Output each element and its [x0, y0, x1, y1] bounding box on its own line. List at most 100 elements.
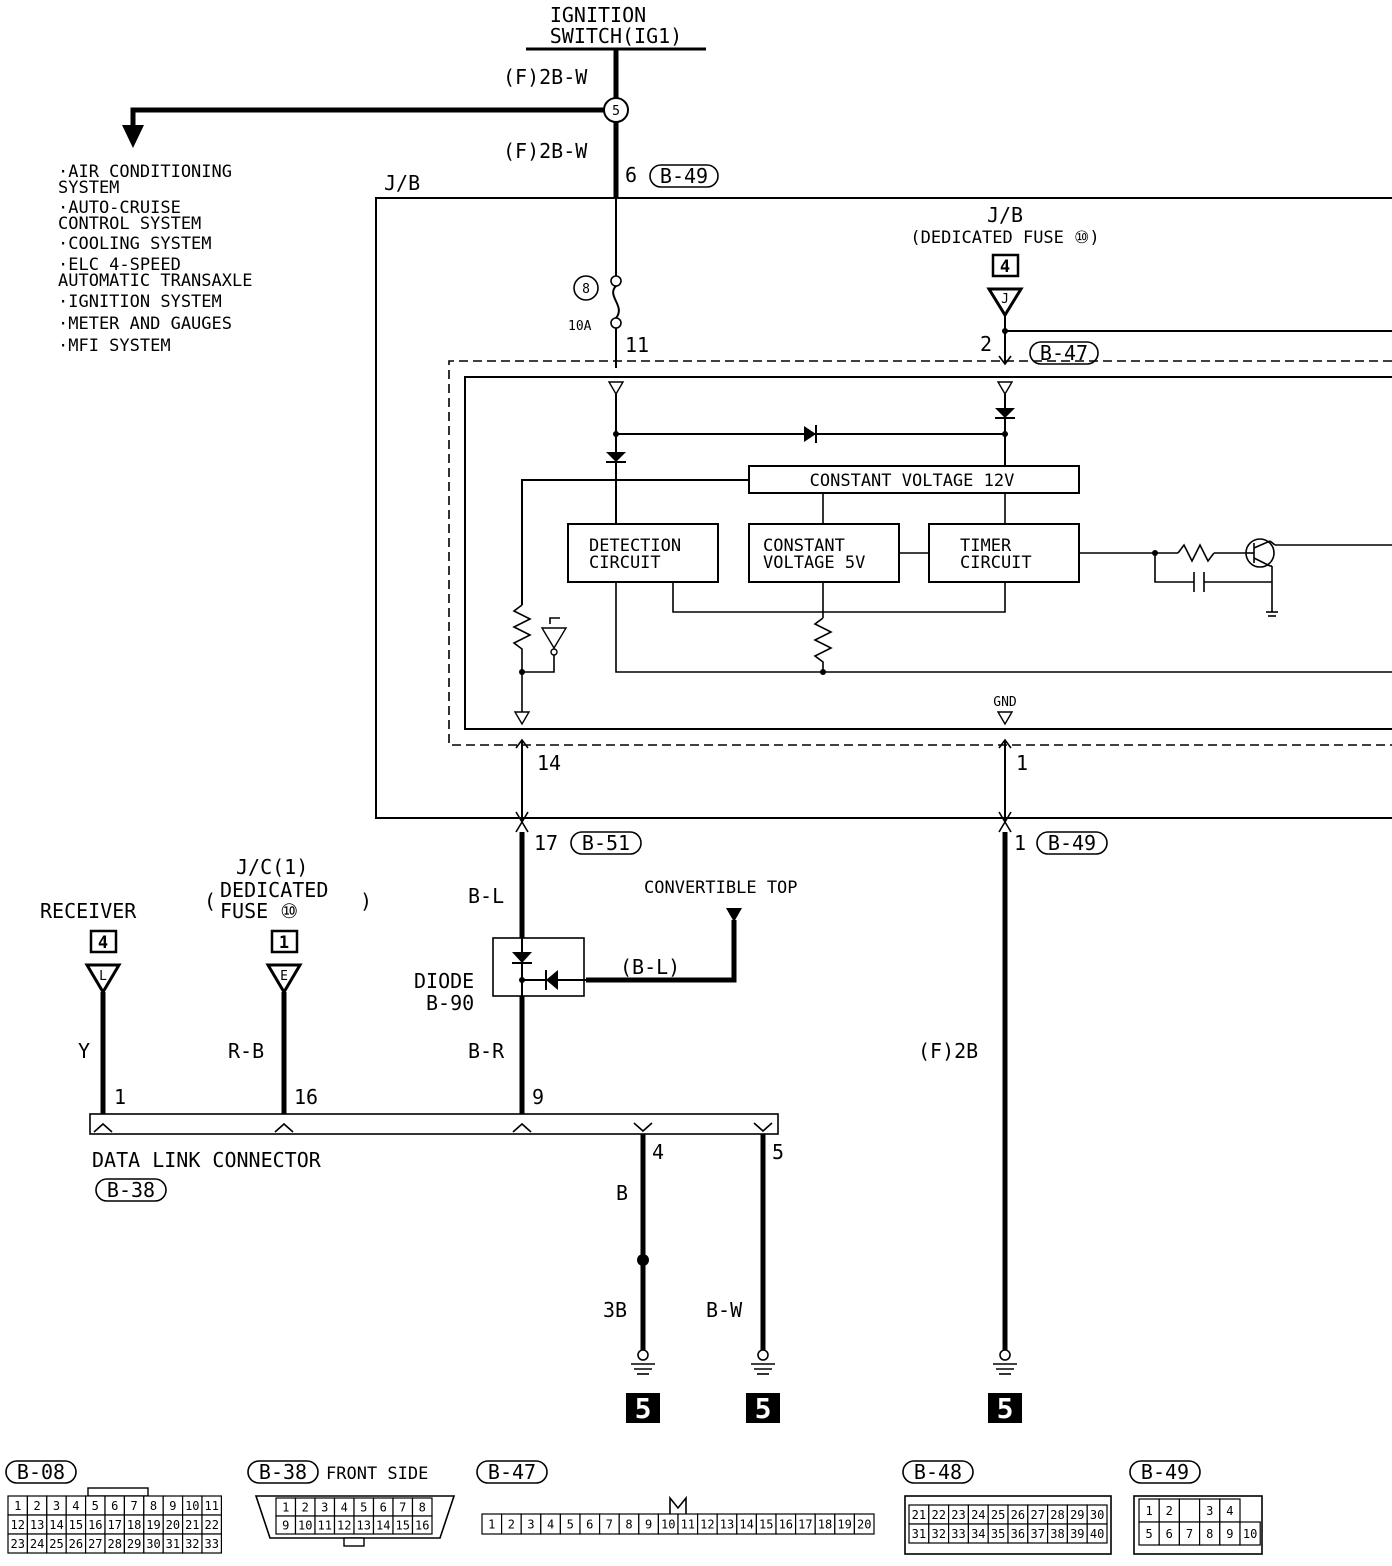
connector-pin-number: 20: [857, 1517, 871, 1531]
connector-pin-cell: [1239, 1521, 1261, 1546]
receiver-label: RECEIVER: [40, 899, 137, 923]
connector-pin-number: 19: [146, 1518, 160, 1532]
connector-b49: B-49: [660, 164, 708, 188]
wire-label-bw: B-W: [706, 1298, 743, 1322]
receiver-box: [89, 929, 118, 954]
system-item: CONTROL SYSTEM: [58, 214, 201, 234]
connector-b49-bottom: B-49: [1048, 831, 1096, 855]
gnd-label: GND: [993, 695, 1017, 710]
connector-pin-number: 20: [166, 1518, 180, 1532]
wire-label-f2b: (F)2B: [918, 1039, 978, 1063]
connector-pin-number: 6: [380, 1500, 387, 1514]
connector-pin-number: 9: [282, 1518, 289, 1532]
detection-label-1: DETECTION: [589, 536, 681, 556]
connector-pin-number: 5: [1145, 1527, 1152, 1541]
system-item: AUTOMATIC TRANSAXLE: [58, 271, 252, 291]
connector-pin-cell: [853, 1513, 875, 1535]
wire-label-bl-paren: (B-L): [620, 955, 680, 979]
jc-letter: E: [280, 969, 288, 984]
fuse-number-circle: [573, 275, 599, 301]
jc-paren-open: (: [204, 889, 216, 913]
connector-pin-number: 17: [798, 1517, 812, 1531]
connector-pin-number: 31: [912, 1527, 926, 1541]
connector-pin-number: 22: [931, 1508, 945, 1522]
connector-pin-number: 29: [1070, 1508, 1084, 1522]
wire-label-y: Y: [78, 1039, 90, 1063]
pin-17: 17: [534, 831, 558, 855]
connector-pin-number: 4: [547, 1517, 554, 1531]
connector-pin-number: 34: [971, 1527, 985, 1541]
connector-pin-number: 4: [72, 1499, 79, 1513]
connector-pin-number: 40: [1090, 1527, 1104, 1541]
ground-ref-box: [746, 1393, 780, 1423]
connector-pin-number: 11: [204, 1499, 218, 1513]
connector-pin-number: 12: [10, 1518, 24, 1532]
connector-pin-number: 1: [14, 1499, 21, 1513]
connector-pin-number: 9: [169, 1499, 176, 1513]
connector-pin-number: 10: [1243, 1527, 1257, 1541]
jc-box: [270, 929, 299, 954]
view-b49-label: B-49: [1141, 1460, 1189, 1484]
view-b08-tag: [5, 1460, 77, 1484]
connector-pin-number: 2: [302, 1500, 309, 1514]
fuse-number: 8: [582, 282, 590, 297]
view-b47-tag: [476, 1460, 548, 1484]
wire-label-b: B: [616, 1181, 628, 1205]
receiver-box-number: 4: [98, 933, 108, 953]
wire-label-3b: 3B: [603, 1298, 627, 1322]
connector-pin-number: 27: [1030, 1508, 1044, 1522]
diode-box: [492, 937, 585, 997]
jc-label-2: DEDICATED: [220, 878, 328, 902]
ground-ref-box: [988, 1393, 1022, 1423]
connector-pin-number: 30: [146, 1537, 160, 1551]
connector-pin-cell: [201, 1533, 222, 1554]
connector-pin-cell: [1178, 1498, 1201, 1523]
connector-pin-number: 8: [150, 1499, 157, 1513]
pin-9: 9: [532, 1085, 544, 1109]
pin-5: 5: [772, 1140, 784, 1164]
system-item: ·ELC 4-SPEED: [58, 255, 181, 275]
connector-pin-number: 7: [399, 1500, 406, 1514]
wire-label-bl: B-L: [468, 884, 504, 908]
connector-pin-number: 32: [185, 1537, 199, 1551]
connector-pin-number: 14: [376, 1518, 390, 1532]
connector-pin-number: 24: [971, 1508, 985, 1522]
connector-pin-number: 16: [88, 1518, 102, 1532]
connector-pin-number: 4: [1226, 1504, 1233, 1518]
connector-pin-number: 9: [1226, 1527, 1233, 1541]
constant-5v-label-2: VOLTAGE 5V: [763, 553, 865, 573]
connector-pin-number: 11: [318, 1518, 332, 1532]
connector-pin-number: 15: [396, 1518, 410, 1532]
view-b47-label: B-47: [488, 1460, 536, 1484]
connector-pin-number: 3: [321, 1500, 328, 1514]
connector-pin-number: 18: [127, 1518, 141, 1532]
connector-pin-number: 8: [625, 1517, 632, 1531]
jb-right-box: [991, 253, 1020, 278]
wire-label-rb: R-B: [228, 1039, 264, 1063]
connector-pin-number: 14: [49, 1518, 63, 1532]
receiver-letter: L: [99, 969, 107, 984]
jc-label-3: FUSE ⑩: [220, 899, 298, 923]
connector-pin-number: 10: [661, 1517, 675, 1531]
connector-pin-cell: [411, 1515, 433, 1535]
system-item: ·AUTO-CRUISE: [58, 198, 181, 218]
view-b48-label: B-48: [914, 1460, 962, 1484]
connector-pin-number: 37: [1030, 1527, 1044, 1541]
jc-box-number: 1: [279, 933, 289, 953]
connector-pin-number: 13: [30, 1518, 44, 1532]
pin-1c: 1: [114, 1085, 126, 1109]
pin-16: 16: [294, 1085, 318, 1109]
connector-pin-number: 28: [1050, 1508, 1064, 1522]
detection-circuit-box: [567, 523, 719, 583]
timer-label-2: CIRCUIT: [960, 553, 1032, 573]
connector-pin-number: 26: [1011, 1508, 1025, 1522]
arrow-down-icon: [726, 908, 742, 922]
diode-label: DIODE: [414, 969, 474, 993]
fuse-rating: 10A: [568, 319, 592, 334]
connector-pin-number: 3: [527, 1517, 534, 1531]
connector-pin-number: 2: [508, 1517, 515, 1531]
connector-pin-number: 4: [341, 1500, 348, 1514]
connector-pin-number: 5: [567, 1517, 574, 1531]
connector-pin-number: 30: [1090, 1508, 1104, 1522]
